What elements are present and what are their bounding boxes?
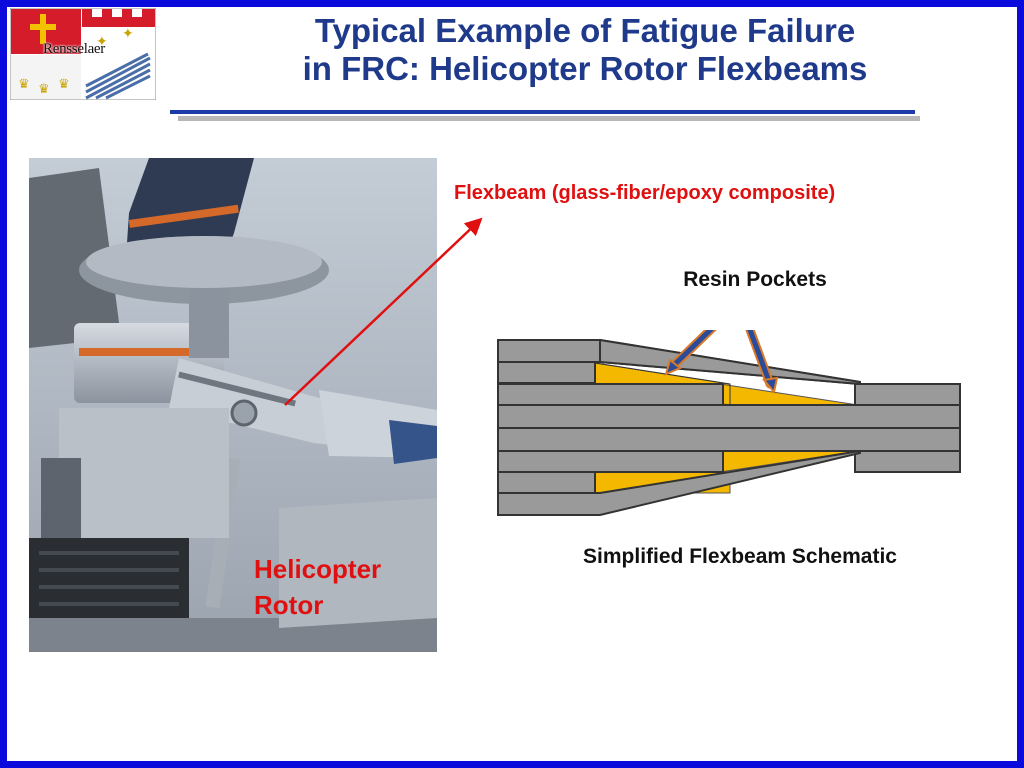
title-line-1: Typical Example of Fatigue Failure: [314, 12, 856, 49]
ply-1: [497, 361, 596, 384]
logo-wordmark: Rensselaer: [43, 41, 105, 57]
caption-rotor: Rotor: [254, 590, 324, 620]
title-underline: [170, 110, 915, 114]
svg-text:♛: ♛: [18, 76, 30, 91]
caption-helicopter: Helicopter: [254, 554, 382, 584]
ply-7: [497, 450, 724, 473]
ply-3: [497, 383, 724, 406]
ply-6: [497, 427, 961, 452]
svg-text:♛: ♛: [58, 76, 70, 91]
resin-pockets-label: Resin Pockets: [683, 268, 827, 291]
ply-8: [854, 450, 961, 473]
rensselaer-logo: ✦ ✦ ♛ ♛ ♛: [10, 8, 156, 100]
svg-text:✦: ✦: [122, 25, 134, 41]
resin-pocket-top-inner: [719, 383, 859, 406]
svg-text:✦: ✦: [96, 33, 108, 49]
slide-title: Typical Example of Fatigue Failure in FR…: [170, 12, 1000, 88]
resin-pocket-pointers: [664, 330, 779, 395]
photo-caption: Helicopter Rotor: [254, 551, 434, 623]
flexbeam-schematic: [497, 330, 961, 516]
svg-text:♛: ♛: [38, 81, 50, 96]
title-line-2: in FRC: Helicopter Rotor Flexbeams: [302, 50, 868, 87]
ply-9: [497, 471, 596, 494]
ply-4: [854, 383, 961, 406]
flexbeam-label: Flexbeam (glass-fiber/epoxy composite): [454, 182, 836, 204]
schematic-caption: Simplified Flexbeam Schematic: [583, 545, 897, 568]
ply-bottom-outer: [497, 449, 861, 516]
ply-5: [497, 404, 961, 429]
title-underline-shadow: [178, 116, 920, 121]
